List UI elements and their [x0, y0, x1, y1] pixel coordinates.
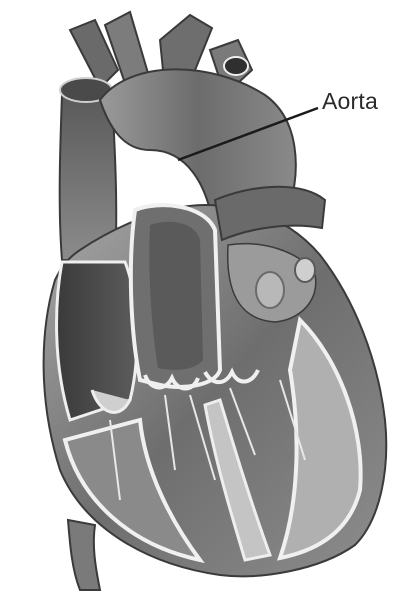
pulmonary-vein-opening	[256, 272, 284, 308]
inferior-vena-cava	[68, 520, 100, 590]
aorta-label: Aorta	[322, 88, 378, 115]
branch-opening	[224, 57, 248, 75]
pulmonary-vein-right	[295, 258, 315, 282]
pulmonary-trunk-inner	[149, 222, 203, 370]
